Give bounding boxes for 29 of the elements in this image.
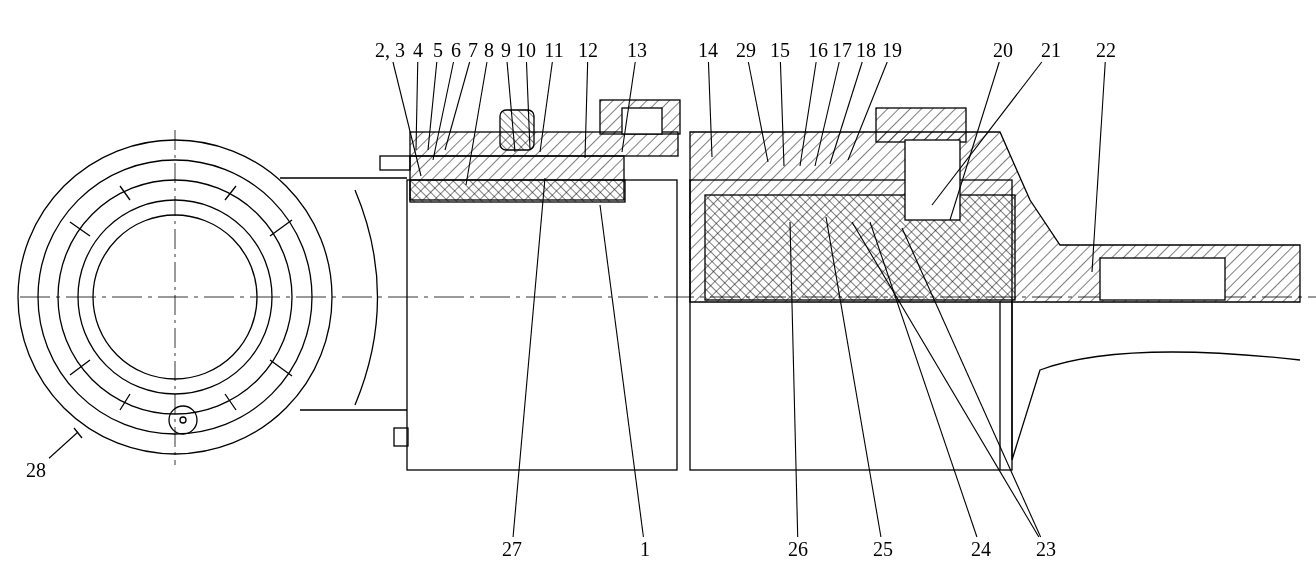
leader-line xyxy=(525,61,531,151)
leader-line xyxy=(851,221,1040,538)
leader-line xyxy=(392,61,422,177)
leader-line xyxy=(432,61,455,161)
leader-line xyxy=(427,61,438,151)
leader-line xyxy=(539,61,553,153)
leader-line xyxy=(465,61,488,186)
leader-line xyxy=(506,61,516,153)
leader-line xyxy=(799,61,817,167)
leader-line xyxy=(869,221,978,538)
leader-line xyxy=(789,221,799,538)
leader-line xyxy=(512,177,546,538)
leader-line xyxy=(1091,61,1106,273)
leader-line xyxy=(707,61,713,158)
leader-line xyxy=(747,61,769,163)
leader-line xyxy=(48,431,79,459)
leader-line xyxy=(779,61,785,167)
leader-line xyxy=(931,61,1043,206)
leader-line xyxy=(829,61,863,165)
leader-line xyxy=(621,61,636,153)
leader-line xyxy=(847,61,888,161)
leader-line xyxy=(599,204,644,538)
leader-line xyxy=(901,227,1042,538)
leader-line xyxy=(949,61,1000,221)
leader-line xyxy=(415,61,419,151)
leader-line xyxy=(444,61,471,151)
leader-line xyxy=(814,61,840,167)
leader-line xyxy=(825,216,882,538)
leader-line xyxy=(584,61,589,159)
